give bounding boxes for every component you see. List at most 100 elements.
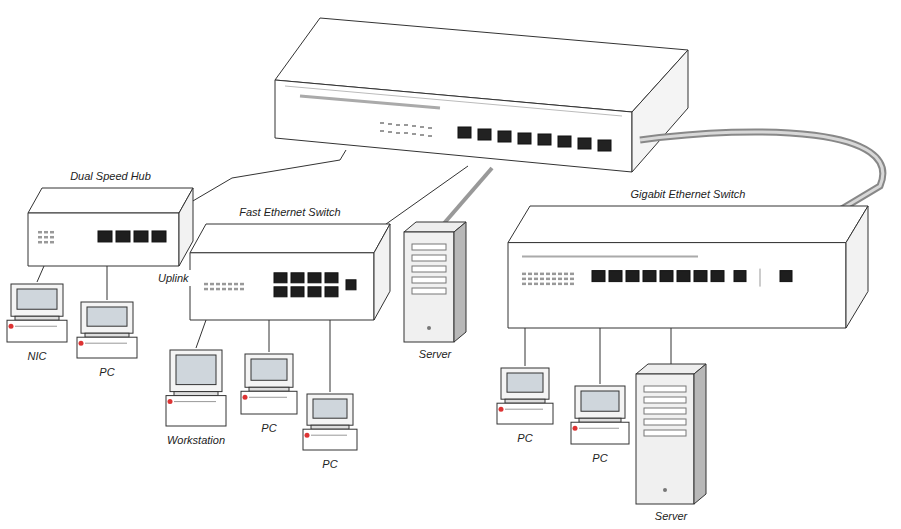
system-unit [571, 422, 629, 444]
label-strip [522, 256, 698, 258]
port-label: Uplink [156, 270, 191, 286]
monitor-stand [85, 333, 129, 337]
device-label: PC [515, 430, 534, 446]
led [44, 241, 48, 244]
led [222, 288, 226, 291]
led [240, 283, 244, 286]
led [522, 278, 526, 281]
screen [87, 307, 127, 326]
led [380, 122, 384, 124]
led [528, 273, 532, 276]
led [388, 131, 392, 133]
pc-illustration [238, 352, 300, 416]
port [325, 287, 338, 297]
led [210, 283, 214, 286]
drive-bay [644, 430, 686, 436]
led [540, 273, 544, 276]
led [552, 273, 556, 276]
led [540, 278, 544, 281]
device-label: PC [590, 450, 609, 466]
device-side [374, 224, 390, 320]
cable-line [107, 266, 108, 300]
led [404, 124, 408, 126]
switch-label-strip [300, 96, 440, 108]
led [50, 236, 54, 239]
drive-bay [412, 288, 446, 294]
monitor [575, 386, 625, 418]
led [564, 273, 568, 276]
system-unit [77, 337, 137, 358]
cable-line [37, 266, 44, 282]
led [534, 273, 538, 276]
device-label: Gigabit Ethernet Switch [629, 186, 748, 202]
cable-connector [330, 320, 331, 392]
device-node: Gigabit Ethernet Switch [508, 186, 868, 328]
cable-line [196, 320, 206, 348]
led [570, 278, 574, 281]
switch-edge [285, 86, 622, 116]
port [274, 287, 287, 297]
power-button [427, 326, 431, 330]
port [609, 271, 622, 282]
monitor [501, 368, 549, 399]
divider [760, 269, 761, 287]
device-node: PC [568, 384, 632, 466]
led [546, 273, 550, 276]
port [308, 273, 321, 283]
device-node: PC [300, 392, 360, 472]
port [325, 273, 338, 283]
drive-bay [412, 244, 446, 250]
led [570, 283, 574, 286]
power-light [79, 341, 84, 346]
port [116, 231, 130, 242]
led [552, 278, 556, 281]
port [598, 140, 611, 151]
led [546, 283, 550, 286]
led [564, 283, 568, 286]
pc-illustration [158, 348, 234, 428]
device-label: Workstation [165, 432, 227, 448]
drive-slot [249, 397, 287, 398]
cable-connector [37, 266, 44, 282]
led [396, 132, 400, 134]
screen [313, 399, 347, 418]
led [412, 133, 416, 135]
port [458, 127, 471, 138]
screen [251, 359, 287, 380]
led [380, 130, 384, 132]
led [228, 288, 232, 291]
port [660, 271, 673, 282]
device-node: Server [404, 222, 466, 362]
led [412, 125, 416, 127]
device-node: Server [636, 364, 706, 524]
system-unit [497, 403, 553, 424]
led [534, 283, 538, 286]
device-top [190, 224, 390, 253]
led [44, 236, 48, 239]
port [734, 271, 746, 282]
hub-illustration [28, 188, 193, 266]
led [428, 127, 432, 129]
port [274, 273, 287, 283]
led [216, 283, 220, 286]
cable-connector [671, 328, 672, 364]
device-label: NIC [26, 348, 49, 364]
power-light [243, 395, 248, 400]
device-node: Workstation [158, 348, 234, 448]
gig-illustration [508, 206, 868, 328]
port [626, 271, 639, 282]
device-node: PC [238, 352, 300, 436]
monitor-stand [579, 418, 621, 422]
device-label: Server [417, 346, 453, 362]
pc-illustration [4, 282, 70, 344]
device-top [508, 206, 868, 243]
drive-bay [412, 255, 446, 261]
drive-bay [412, 277, 446, 283]
led [428, 135, 432, 137]
led [404, 132, 408, 134]
port [558, 136, 571, 147]
pc-illustration [300, 392, 360, 452]
led [396, 124, 400, 126]
port [498, 131, 511, 142]
led [564, 278, 568, 281]
